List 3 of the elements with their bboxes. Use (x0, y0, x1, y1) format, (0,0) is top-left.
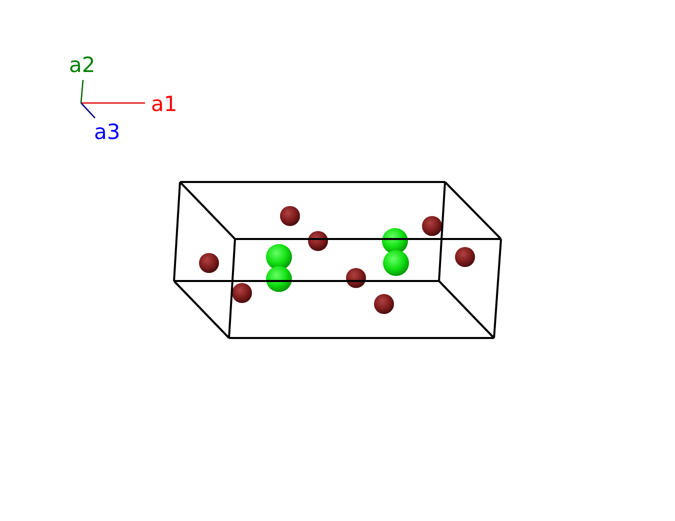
axis-label: a2 (69, 55, 96, 76)
axis-label: a3 (94, 122, 120, 143)
axis-label: a1 (151, 94, 178, 115)
